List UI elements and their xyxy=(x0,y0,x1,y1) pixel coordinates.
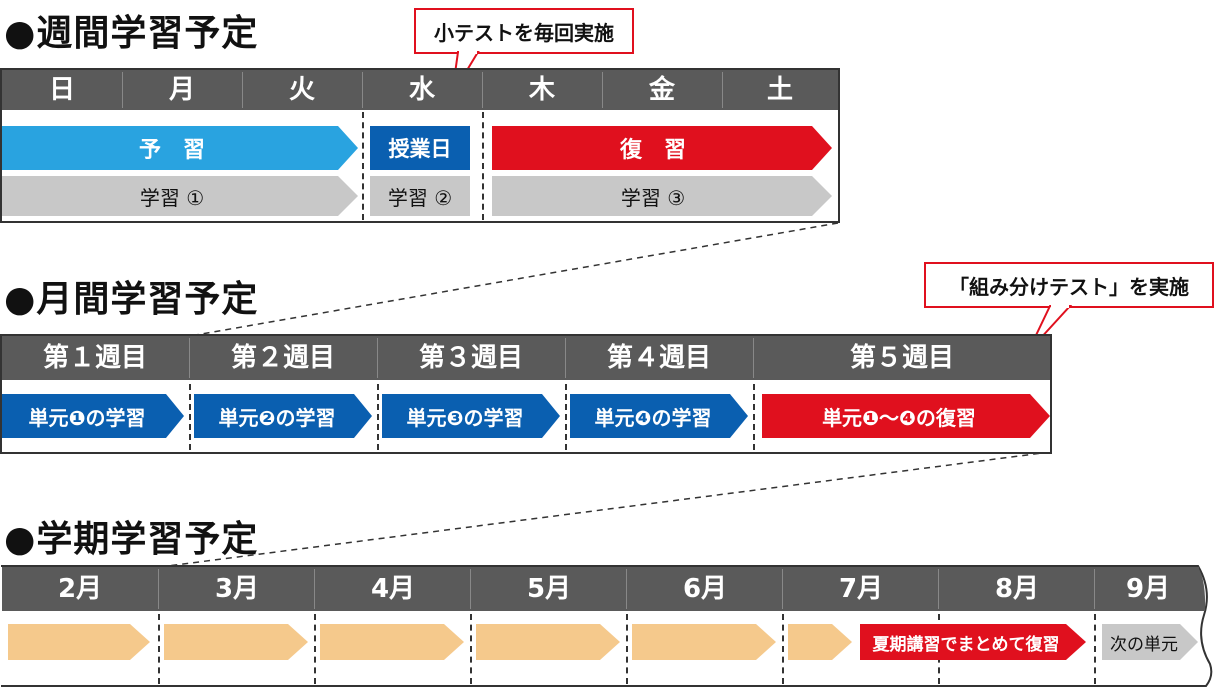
unit1-label: 単元❶の学習 xyxy=(28,405,146,430)
column-divider xyxy=(158,614,160,684)
week-4: 第４週目 xyxy=(606,343,711,373)
unit3-label: 単元❸の学習 xyxy=(406,405,524,430)
study3-label: 学習 ③ xyxy=(620,185,686,210)
term-header: 2月 3月 4月 5月 6月 7月 8月 9月 xyxy=(2,567,1202,611)
summer-label: 夏期講習でまとめて復習 xyxy=(872,634,1060,655)
month-feb: 2月 xyxy=(57,574,103,604)
jun-arrow xyxy=(632,624,776,660)
unit1-arrow xyxy=(2,394,184,438)
mar-arrow xyxy=(164,624,308,660)
header-separator xyxy=(122,72,123,108)
header-separator xyxy=(482,72,483,108)
jul-arrow xyxy=(788,624,852,660)
day-wed: 水 xyxy=(408,75,435,105)
study3-arrow xyxy=(492,176,832,216)
column-divider xyxy=(377,384,379,450)
column-divider xyxy=(482,112,484,220)
day-tue: 火 xyxy=(288,75,315,105)
day-sat: 土 xyxy=(766,75,793,105)
unit2-label: 単元❷の学習 xyxy=(218,405,336,430)
column-divider xyxy=(753,384,755,450)
unit4-arrow xyxy=(570,394,748,438)
header-separator xyxy=(377,338,378,378)
monthly-title: ●月間学習予定 xyxy=(4,279,259,320)
study2-label: 学習 ② xyxy=(387,185,453,210)
next-unit-label: 次の単元 xyxy=(1110,634,1178,655)
day-sun: 日 xyxy=(48,75,75,105)
header-separator xyxy=(242,72,243,108)
review-arrow xyxy=(492,126,832,170)
unit3-arrow xyxy=(382,394,560,438)
study1-arrow xyxy=(2,176,358,216)
month-sep: 9月 xyxy=(1125,574,1171,604)
column-divider xyxy=(470,614,472,684)
weekly-callout: 小テストを毎回実施 xyxy=(414,8,634,54)
header-separator xyxy=(565,338,566,378)
month-mar: 3月 xyxy=(214,574,260,604)
preview-label: 予 習 xyxy=(138,138,205,163)
week-2: 第２週目 xyxy=(230,343,335,373)
column-divider xyxy=(189,384,191,450)
monthly-callout: 「組み分けテスト」を実施 xyxy=(924,262,1214,308)
unit-review-label: 単元❶～❹の復習 xyxy=(822,405,976,430)
summer-arrow xyxy=(860,624,1086,660)
header-separator xyxy=(189,338,190,378)
month-aug: 8月 xyxy=(994,574,1040,604)
class-day-label: 授業日 xyxy=(388,137,452,161)
column-divider xyxy=(626,614,628,684)
column-divider xyxy=(314,614,316,684)
monthly-header: 第１週目 第２週目 第３週目 第４週目 第５週目 xyxy=(2,336,1050,380)
study2-box xyxy=(370,176,470,216)
header-separator xyxy=(362,72,363,108)
month-jun: 6月 xyxy=(682,574,728,604)
day-mon: 月 xyxy=(168,75,195,105)
month-apr: 4月 xyxy=(370,574,416,604)
term-title: ●学期学習予定 xyxy=(4,519,259,560)
header-separator xyxy=(1094,569,1095,609)
header-separator xyxy=(314,569,315,609)
day-thu: 木 xyxy=(528,75,555,105)
week-1: 第１週目 xyxy=(42,343,147,373)
month-may: 5月 xyxy=(526,574,572,604)
unit2-arrow xyxy=(194,394,372,438)
next-unit-arrow xyxy=(1102,624,1198,660)
header-separator xyxy=(626,569,627,609)
study1-label: 学習 ① xyxy=(139,185,205,210)
header-separator xyxy=(602,72,603,108)
week-5: 第５週目 xyxy=(849,343,954,373)
may-arrow xyxy=(476,624,620,660)
header-separator xyxy=(470,569,471,609)
column-divider xyxy=(782,614,784,684)
month-jul: 7月 xyxy=(838,574,884,604)
day-fri: 金 xyxy=(648,75,675,105)
header-separator xyxy=(158,569,159,609)
preview-arrow xyxy=(2,126,358,170)
week-3: 第３週目 xyxy=(418,343,523,373)
unit4-label: 単元❹の学習 xyxy=(594,405,712,430)
column-divider xyxy=(362,112,364,220)
column-divider xyxy=(1094,614,1096,684)
header-separator xyxy=(753,338,754,378)
apr-arrow xyxy=(320,624,464,660)
weekly-header: 日 月 火 水 木 金 土 xyxy=(2,70,838,110)
header-separator xyxy=(938,569,939,609)
header-separator xyxy=(722,72,723,108)
column-divider xyxy=(565,384,567,450)
feb-arrow xyxy=(8,624,150,660)
unit-review-arrow xyxy=(762,394,1050,438)
header-separator xyxy=(782,569,783,609)
weekly-title: ●週間学習予定 xyxy=(4,13,259,54)
review-label: 復 習 xyxy=(619,138,686,163)
class-day-box xyxy=(370,126,470,170)
